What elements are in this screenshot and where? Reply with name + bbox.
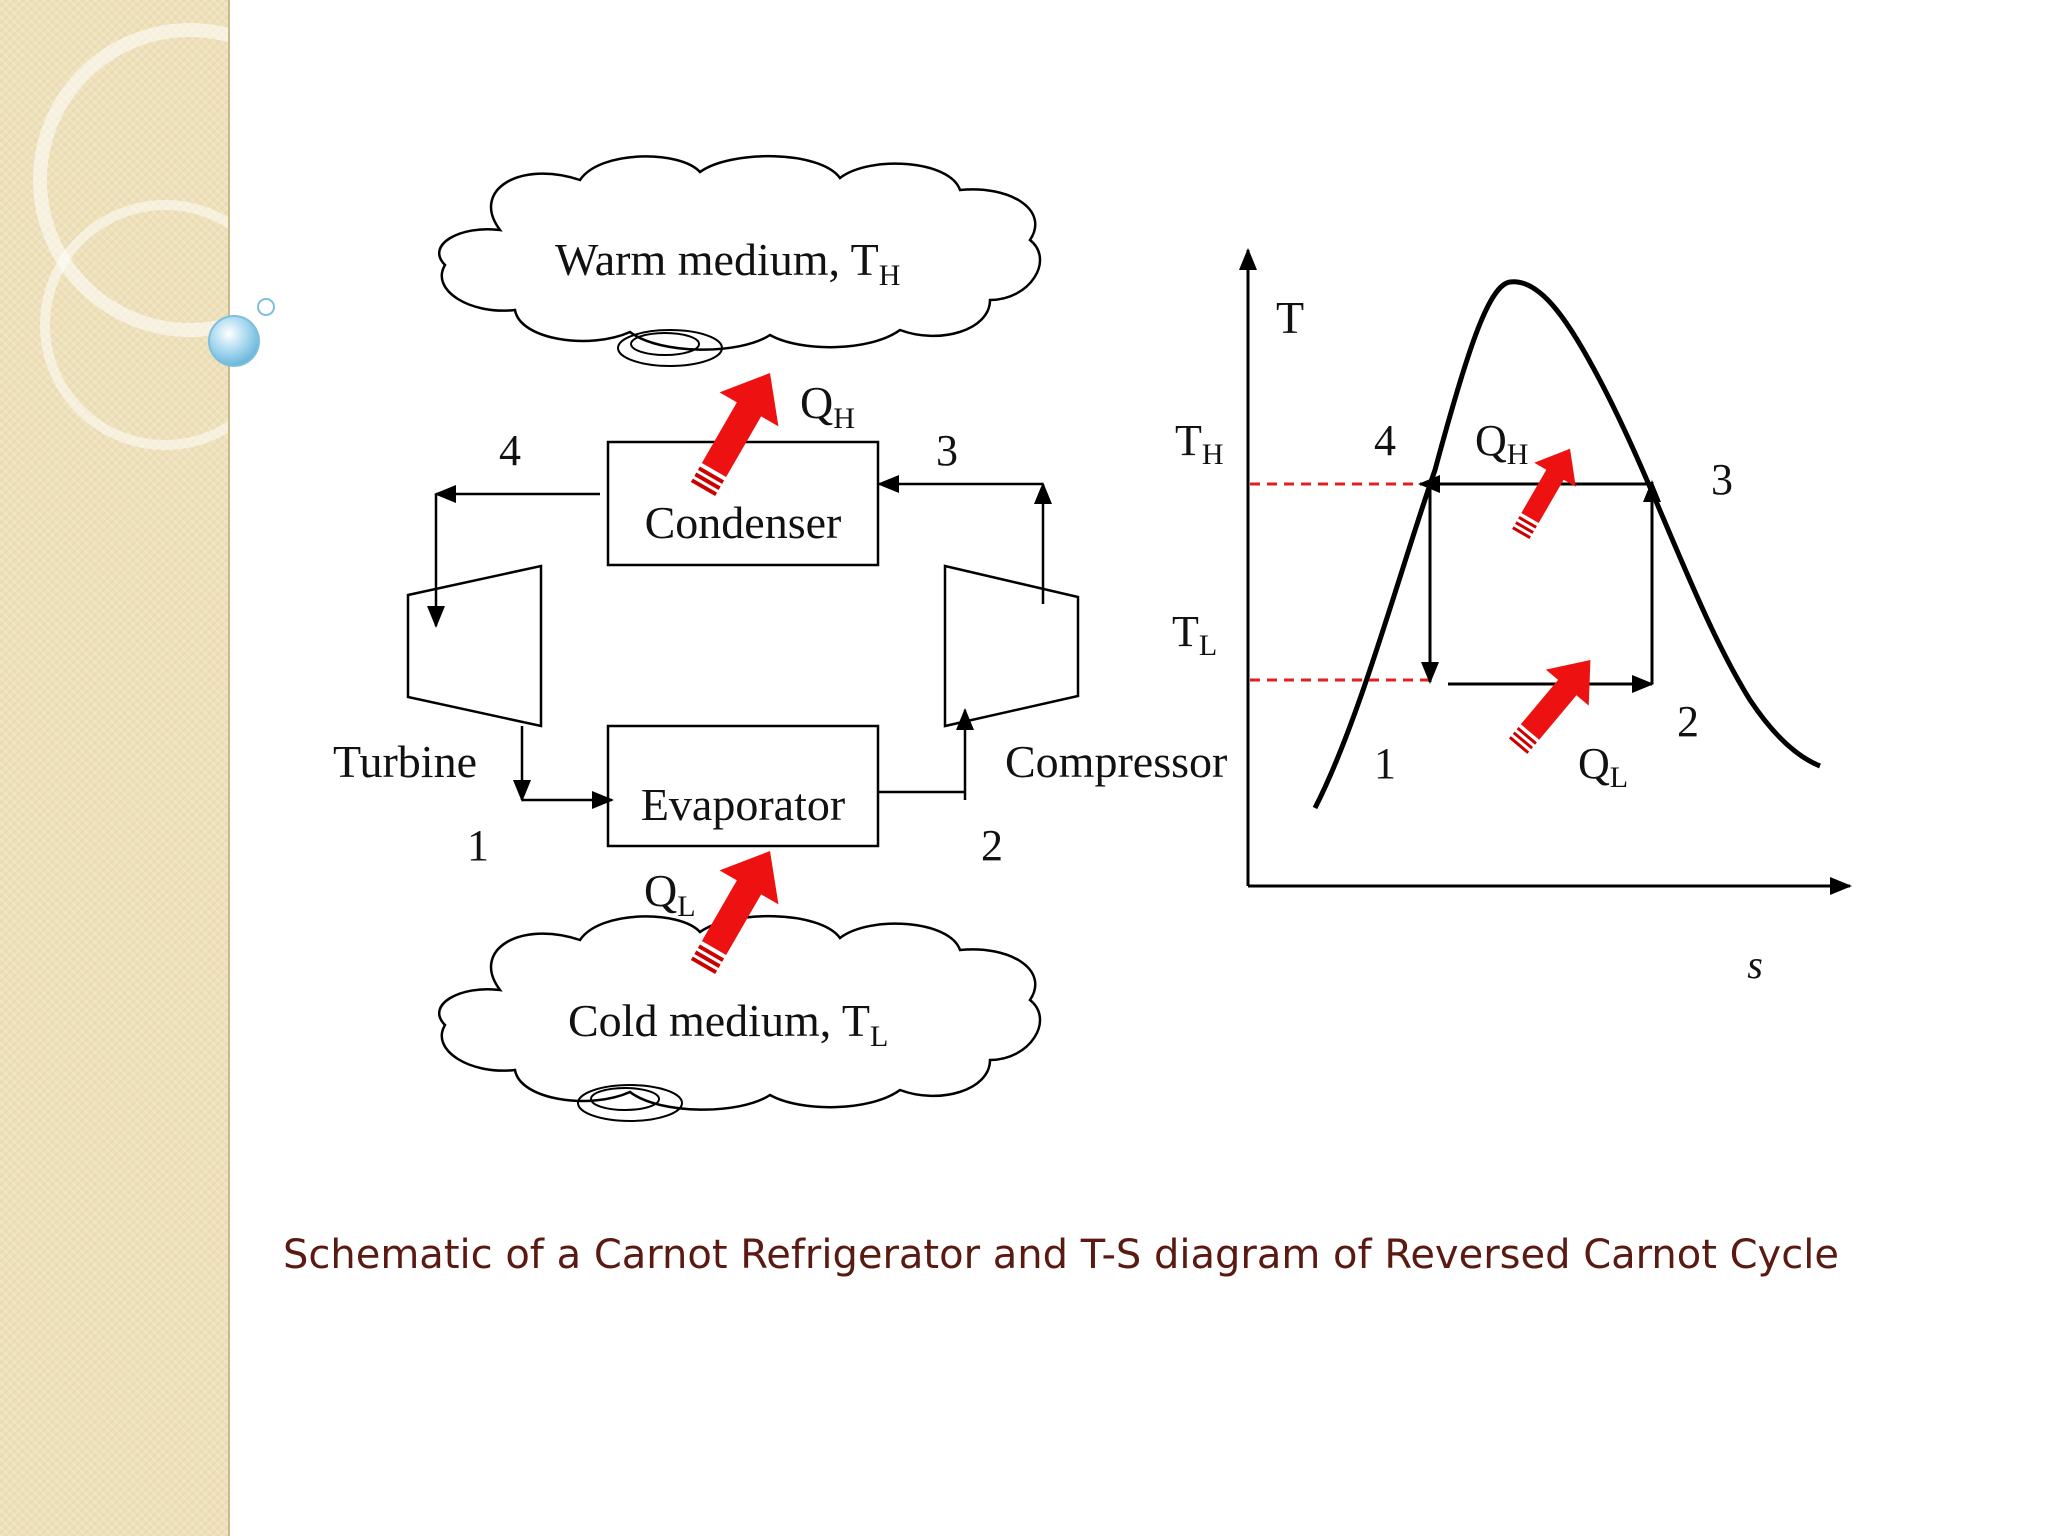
deco-ring-large xyxy=(33,23,228,337)
schematic-qh-label: QH xyxy=(800,377,855,435)
ql-arrow-stripes xyxy=(690,944,725,975)
schematic-state-1: 1 xyxy=(467,821,489,870)
ts-state-3: 3 xyxy=(1711,455,1733,504)
cold-medium-label: Cold medium, TL xyxy=(568,995,888,1053)
slide-caption: Schematic of a Carnot Refrigerator and T… xyxy=(283,1232,1839,1278)
warm-cloud-shape xyxy=(438,154,1042,351)
ts-state-1: 1 xyxy=(1374,739,1396,788)
schematic-state-2: 2 xyxy=(981,821,1003,870)
ts-qh-heat-arrow xyxy=(1512,448,1576,540)
ql-heat-arrow xyxy=(690,851,779,975)
cold-coil-icon xyxy=(577,1084,683,1122)
compressor-label: Compressor xyxy=(1005,736,1227,787)
cold-medium-cloud: Cold medium, TL xyxy=(438,914,1042,1122)
schematic-state-4: 4 xyxy=(499,426,521,475)
schematic-ql-label: QL xyxy=(644,865,696,923)
s-axis-label: s xyxy=(1747,942,1763,987)
warm-medium-label: Warm medium, TH xyxy=(555,234,900,292)
warm-coil-inner xyxy=(630,332,700,356)
bubble-large xyxy=(208,315,260,367)
warm-medium-cloud: Warm medium, TH xyxy=(438,154,1042,367)
ts-qh-label: QH xyxy=(1475,416,1528,471)
cold-coil-inner xyxy=(590,1087,660,1111)
deco-ring-small xyxy=(40,200,228,450)
th-label: TH xyxy=(1175,416,1224,471)
sidebar-decoration xyxy=(33,23,228,450)
qh-heat-arrow xyxy=(690,373,779,497)
evaporator-label: Evaporator xyxy=(641,779,845,830)
ts-ql-arrow-body xyxy=(1520,659,1591,740)
sidebar-panel xyxy=(0,0,230,1536)
evaporator-box xyxy=(606,724,880,848)
ts-state-2: 2 xyxy=(1677,697,1699,746)
ts-ql-label: QL xyxy=(1578,739,1628,794)
schematic-state-3: 3 xyxy=(936,426,958,475)
tl-label: TL xyxy=(1172,607,1217,662)
ql-arrow-body xyxy=(701,851,779,955)
saturation-dome xyxy=(1312,279,1821,810)
schematic: Warm medium, TH Cold medium, TL Condense… xyxy=(333,154,1227,1122)
qh-arrow-stripes xyxy=(690,466,725,497)
ts-qh-arrow-body xyxy=(1521,448,1576,523)
bubble-small xyxy=(257,298,275,316)
ts-ql-heat-arrow xyxy=(1508,659,1591,754)
ts-ql-arrow-stripes xyxy=(1508,726,1537,754)
bubble-decoration xyxy=(208,298,275,367)
reversed-carnot-cycle xyxy=(1418,475,1661,693)
flow-lines xyxy=(427,475,1052,809)
qh-arrow-body xyxy=(701,373,779,477)
turbine-shape xyxy=(406,564,543,728)
ts-state-4: 4 xyxy=(1374,416,1396,465)
t-axis-label: T xyxy=(1276,292,1304,343)
warm-coil-icon xyxy=(617,329,723,367)
condenser-label: Condenser xyxy=(645,497,842,548)
ts-diagram: T s TH TL 4 3 1 2 QH xyxy=(1172,248,1852,987)
cold-cloud-shape xyxy=(438,914,1042,1111)
compressor-shape xyxy=(943,564,1080,728)
ts-qh-arrow-stripes xyxy=(1512,516,1537,540)
turbine-label: Turbine xyxy=(333,736,477,787)
